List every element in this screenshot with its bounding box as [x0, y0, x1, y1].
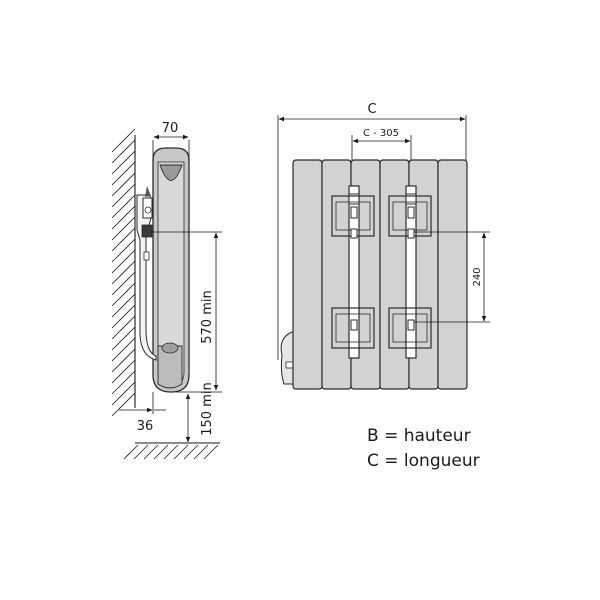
floor-hatch-line: [183, 444, 199, 460]
wall-hatching: [111, 128, 136, 417]
floor-hatching: [123, 444, 219, 460]
wall-bracket-side: [136, 186, 157, 361]
wall-hatch-line: [111, 359, 136, 384]
wall-hatch-line: [111, 271, 136, 296]
radiator-panel: [379, 159, 410, 390]
wall-hatch-line: [111, 205, 136, 230]
floor-hatch-line: [173, 444, 189, 460]
dim-length-label: C: [367, 102, 376, 117]
wall-hatch-line: [111, 227, 136, 252]
floor-hatch-line: [153, 444, 169, 460]
wall-hatch-line: [111, 282, 136, 307]
dim-height-label: 570 min: [200, 290, 215, 343]
wall-bracket-left: [331, 185, 375, 359]
wall-hatch-line: [111, 161, 136, 186]
wall-hatch-line: [111, 326, 136, 351]
floor-hatch-line: [203, 444, 219, 460]
legend: B = hauteur C = longueur: [367, 426, 480, 471]
wall-hatch-line: [111, 337, 136, 362]
wall-hatch-line: [111, 392, 136, 417]
wall-hatch-line: [111, 293, 136, 318]
wall-hatch-line: [111, 216, 136, 241]
wall-hatch-line: [111, 304, 136, 329]
wall-hatch-line: [111, 348, 136, 373]
wall-hatch-line: [111, 260, 136, 285]
wall-hatch-line: [111, 370, 136, 395]
wall-hatch-line: [111, 249, 136, 274]
radiator-side-profile: [152, 147, 190, 393]
legend-line-c: C = longueur: [367, 451, 480, 471]
wall-hatch-line: [111, 183, 136, 208]
dim-bracket-spacing-label: C - 305: [363, 128, 399, 139]
wall-hatch-line: [111, 172, 136, 197]
radiator-panel: [437, 159, 468, 390]
side-view: 70 570 min 150 min 36: [111, 121, 222, 460]
front-view: C C - 305: [277, 102, 490, 390]
floor-hatch-line: [133, 444, 149, 460]
dim-bracket-vertical-label: 240: [472, 267, 483, 286]
dim-depth-label: 70: [162, 121, 179, 136]
wall-hatch-line: [111, 381, 136, 406]
wall-hatch-line: [111, 128, 136, 153]
wall-bracket-right: [388, 185, 432, 359]
radiator-panels: [292, 159, 468, 390]
wall-hatch-line: [111, 194, 136, 219]
wall-hatch-line: [111, 150, 136, 175]
radiator-panel: [292, 159, 323, 390]
dim-wall-offset-label: 36: [137, 419, 154, 434]
dim-floor-label: 150 min: [200, 382, 215, 435]
floor-hatch-line: [143, 444, 159, 460]
floor-hatch-line: [163, 444, 179, 460]
wall-hatch-line: [111, 238, 136, 263]
wall-hatch-line: [111, 315, 136, 340]
radiator-panel: [321, 159, 352, 390]
wall-hatch-line: [111, 139, 136, 164]
legend-line-b: B = hauteur: [367, 426, 471, 446]
floor-hatch-line: [123, 444, 139, 460]
floor-hatch-line: [193, 444, 209, 460]
